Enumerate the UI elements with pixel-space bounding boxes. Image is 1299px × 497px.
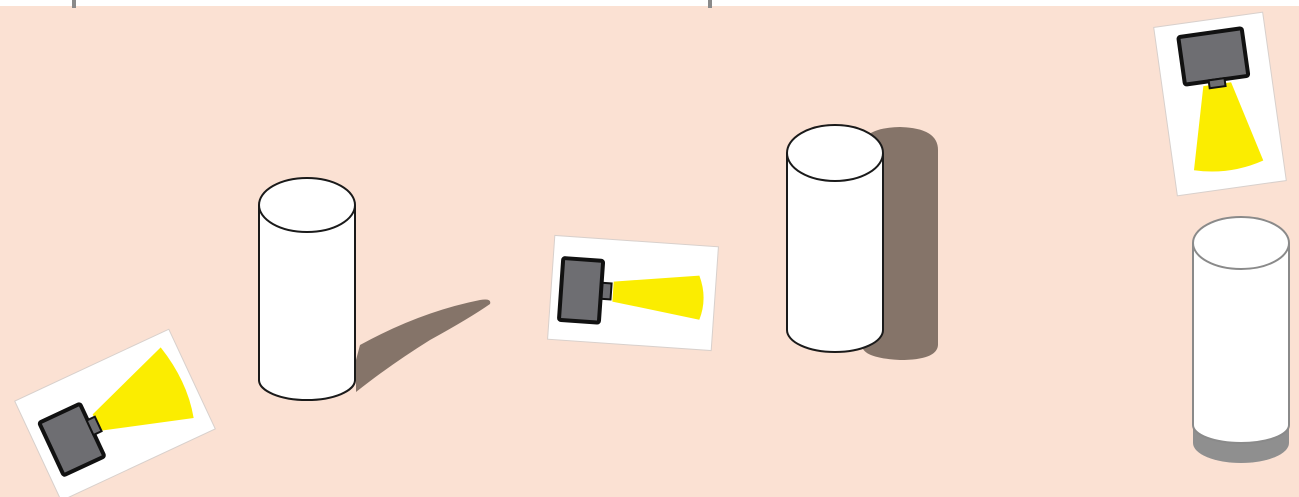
cylinder-2-top <box>787 125 883 181</box>
lamp-icon <box>1178 28 1248 84</box>
cylinder-2 <box>787 125 883 352</box>
cropped-mark-right <box>708 0 712 8</box>
cylinder-1-body <box>259 205 355 400</box>
cylinder-3-body <box>1193 243 1289 443</box>
cropped-mark-left <box>72 0 76 8</box>
lamp-nozzle-icon <box>602 283 612 300</box>
lamp-icon <box>559 258 603 323</box>
lamp-card-2 <box>548 235 719 350</box>
lamp-card-3 <box>1154 12 1287 196</box>
cylinder-1-top <box>259 178 355 232</box>
cylinder-3 <box>1193 217 1289 463</box>
cylinder-1 <box>259 178 355 400</box>
lamp-nozzle-icon <box>1209 78 1226 88</box>
cylinder-2-body <box>787 153 883 352</box>
cylinder-3-top <box>1193 217 1289 269</box>
